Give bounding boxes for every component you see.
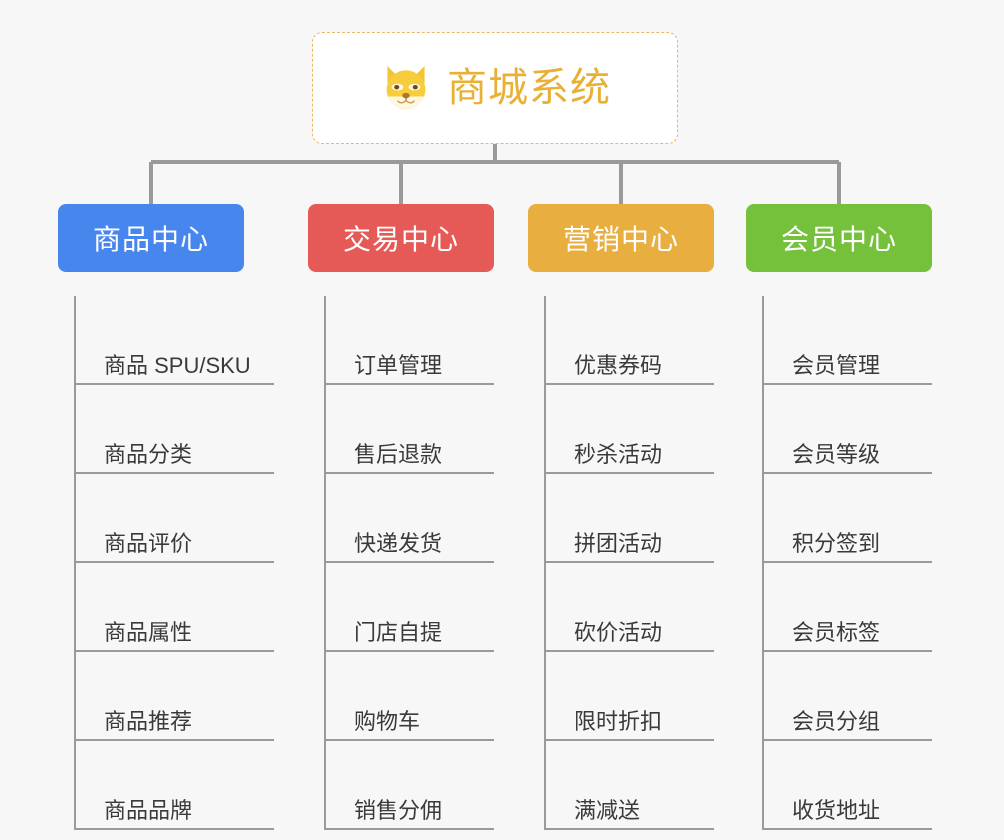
leaf-item[interactable]: 会员管理 — [762, 296, 932, 385]
branch-header-label: 商品中心 — [92, 224, 209, 255]
leaf-item-label: 商品分类 — [74, 444, 274, 474]
leaf-spine — [762, 296, 764, 830]
leaf-spine — [324, 296, 326, 830]
leaf-item-label: 销售分佣 — [324, 800, 494, 830]
branch-column: 商品中心商品 SPU/SKU 商品分类商品评价商品属性商品推荐商品品牌 — [58, 204, 274, 830]
leaf-item[interactable]: 商品品牌 — [74, 741, 274, 830]
leaf-list: 订单管理售后退款快递发货门店自提购物车销售分佣 — [308, 296, 494, 830]
leaf-item-label: 会员管理 — [762, 355, 932, 385]
leaf-item[interactable]: 售后退款 — [324, 385, 494, 474]
leaf-item-label: 砍价活动 — [544, 622, 714, 652]
branch-header[interactable]: 会员中心 — [746, 204, 932, 272]
leaf-item[interactable]: 商品属性 — [74, 563, 274, 652]
leaf-item[interactable]: 会员分组 — [762, 652, 932, 741]
branch-header-label: 交易中心 — [342, 224, 459, 255]
leaf-item[interactable]: 销售分佣 — [324, 741, 494, 830]
leaf-item[interactable]: 限时折扣 — [544, 652, 714, 741]
leaf-item-label: 商品评价 — [74, 533, 274, 563]
leaf-item-label: 购物车 — [324, 711, 494, 741]
leaf-item[interactable]: 会员标签 — [762, 563, 932, 652]
leaf-item-label: 售后退款 — [324, 444, 494, 474]
leaf-item-label: 快递发货 — [324, 533, 494, 563]
leaf-list: 优惠券码秒杀活动拼团活动砍价活动限时折扣满减送 — [528, 296, 714, 830]
leaf-item-label: 会员等级 — [762, 444, 932, 474]
root-node[interactable]: 商城系统 — [312, 32, 678, 144]
branch-column: 交易中心订单管理售后退款快递发货门店自提购物车销售分佣 — [308, 204, 494, 830]
leaf-list: 会员管理会员等级积分签到会员标签会员分组收货地址 — [746, 296, 932, 830]
leaf-item[interactable]: 购物车 — [324, 652, 494, 741]
leaf-item-label: 会员分组 — [762, 711, 932, 741]
leaf-item-label: 限时折扣 — [544, 711, 714, 741]
leaf-item[interactable]: 快递发货 — [324, 474, 494, 563]
leaf-item-label: 优惠券码 — [544, 355, 714, 385]
leaf-item[interactable]: 收货地址 — [762, 741, 932, 830]
branch-column: 会员中心会员管理会员等级积分签到会员标签会员分组收货地址 — [746, 204, 932, 830]
leaf-item[interactable]: 拼团活动 — [544, 474, 714, 563]
leaf-item-label: 积分签到 — [762, 533, 932, 563]
leaf-item-label: 商品 SPU/SKU — [74, 355, 274, 385]
branch-header[interactable]: 营销中心 — [528, 204, 714, 272]
leaf-item-label: 商品品牌 — [74, 800, 274, 830]
leaf-list: 商品 SPU/SKU 商品分类商品评价商品属性商品推荐商品品牌 — [58, 296, 274, 830]
leaf-item[interactable]: 商品 SPU/SKU — [74, 296, 274, 385]
leaf-item-label: 会员标签 — [762, 622, 932, 652]
leaf-item[interactable]: 门店自提 — [324, 563, 494, 652]
leaf-item-label: 拼团活动 — [544, 533, 714, 563]
leaf-item[interactable]: 商品分类 — [74, 385, 274, 474]
branch-column: 营销中心优惠券码秒杀活动拼团活动砍价活动限时折扣满减送 — [528, 204, 714, 830]
branch-header-label: 营销中心 — [562, 224, 679, 255]
leaf-item-label: 商品属性 — [74, 622, 274, 652]
leaf-item[interactable]: 积分签到 — [762, 474, 932, 563]
leaf-item[interactable]: 优惠券码 — [544, 296, 714, 385]
leaf-item[interactable]: 砍价活动 — [544, 563, 714, 652]
branch-header[interactable]: 交易中心 — [308, 204, 494, 272]
leaf-item-label: 门店自提 — [324, 622, 494, 652]
leaf-item[interactable]: 会员等级 — [762, 385, 932, 474]
branch-header-label: 会员中心 — [780, 224, 897, 255]
leaf-item[interactable]: 秒杀活动 — [544, 385, 714, 474]
leaf-spine — [544, 296, 546, 830]
leaf-item-label: 商品推荐 — [74, 711, 274, 741]
root-title: 商城系统 — [447, 66, 611, 110]
leaf-spine — [74, 296, 76, 830]
leaf-item-label: 秒杀活动 — [544, 444, 714, 474]
leaf-item-label: 订单管理 — [324, 355, 494, 385]
leaf-item[interactable]: 商品推荐 — [74, 652, 274, 741]
leaf-item[interactable]: 订单管理 — [324, 296, 494, 385]
leaf-item[interactable]: 商品评价 — [74, 474, 274, 563]
branch-header[interactable]: 商品中心 — [58, 204, 244, 272]
leaf-item-label: 满减送 — [544, 800, 714, 830]
leaf-item[interactable]: 满减送 — [544, 741, 714, 830]
leaf-item-label: 收货地址 — [762, 800, 932, 830]
shiba-dog-face-icon — [386, 66, 426, 110]
